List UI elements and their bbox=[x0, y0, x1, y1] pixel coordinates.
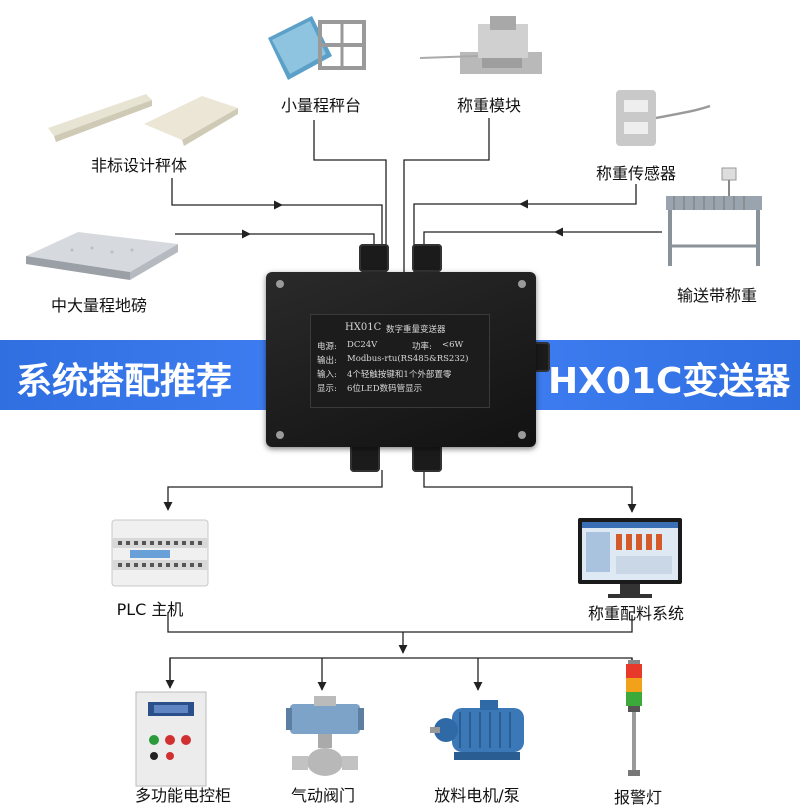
output-label-batching: 称重配料系统 bbox=[587, 604, 685, 623]
wire-bus bbox=[167, 612, 633, 633]
output-label-plc: PLC 主机 bbox=[116, 600, 184, 619]
input-label-load-cell: 称重传感器 bbox=[595, 164, 677, 183]
wire-to-batching bbox=[423, 470, 637, 513]
screw-icon bbox=[276, 280, 284, 288]
input-value: 4个轻触按键和1个外部置零 bbox=[347, 370, 452, 380]
wattage-value: <6W bbox=[442, 340, 464, 350]
input-label-custom-body: 非标设计秤体 bbox=[90, 156, 188, 175]
load-cell-icon bbox=[616, 90, 711, 146]
alarm-light-icon bbox=[626, 660, 642, 776]
actuator-label-motor: 放料电机/泵 bbox=[434, 786, 520, 805]
display-value: 6位LED数码管显示 bbox=[347, 384, 423, 394]
screw-icon bbox=[518, 431, 526, 439]
wattage-label: 功率: bbox=[412, 342, 432, 352]
actuator-label-valve: 气动阀门 bbox=[290, 786, 356, 805]
banner-right-text: HX01C变送器 bbox=[548, 361, 791, 402]
banner-right bbox=[532, 340, 800, 410]
input-label-floor-scale: 中大量程地磅 bbox=[50, 296, 148, 315]
small-platform-scale-icon bbox=[268, 16, 366, 80]
banner-left bbox=[0, 340, 270, 410]
top-left-cable-gland bbox=[359, 244, 389, 272]
control-cabinet-icon bbox=[135, 691, 207, 787]
transmitter-title: 数字重量变送器 bbox=[386, 325, 446, 335]
input-label-small-scale: 小量程秤台 bbox=[280, 96, 362, 115]
screw-icon bbox=[518, 280, 526, 288]
wire-conveyor-2 bbox=[423, 231, 555, 248]
weighing-module-icon bbox=[420, 16, 542, 74]
power-value: DC24V bbox=[347, 340, 378, 350]
output-value: Modbus-rtu(RS485&RS232) bbox=[347, 354, 469, 364]
plc-icon bbox=[111, 519, 209, 587]
custom-scale-body-icon bbox=[48, 94, 238, 146]
output-label: 输出: bbox=[317, 356, 337, 366]
power-label: 电源: bbox=[317, 342, 337, 352]
motor-pump-icon bbox=[430, 700, 524, 760]
wire-small-scale bbox=[313, 120, 387, 272]
wire-custom-body bbox=[171, 178, 283, 210]
actuator-label-cabinet: 多功能电控柜 bbox=[134, 786, 232, 805]
banner-left-text: 系统搭配推荐 bbox=[16, 361, 233, 402]
input-label-conveyor: 输送带称重 bbox=[676, 286, 758, 305]
conveyor-scale-icon bbox=[666, 167, 762, 266]
top-right-cable-gland bbox=[412, 244, 442, 272]
batching-system-monitor-icon bbox=[578, 518, 682, 598]
input-label: 输入: bbox=[317, 370, 337, 380]
wire-actuator-bus bbox=[169, 657, 633, 682]
wire-to-plc bbox=[163, 470, 383, 511]
input-label-weighing-module: 称重模块 bbox=[456, 96, 522, 115]
floor-scale-icon bbox=[26, 232, 178, 280]
wire-weighing-module bbox=[403, 118, 490, 272]
transmitter-nameplate bbox=[310, 314, 490, 408]
actuator-label-alarm: 报警灯 bbox=[613, 788, 663, 807]
wire-load-cell bbox=[519, 184, 637, 209]
bottom-right-cable-gland bbox=[412, 444, 442, 472]
wire-floor-scale-2 bbox=[250, 233, 375, 248]
pneumatic-valve-icon bbox=[286, 696, 364, 776]
transmitter-model: HX01C bbox=[345, 322, 382, 333]
display-label: 显示: bbox=[317, 384, 337, 394]
screw-icon bbox=[276, 431, 284, 439]
bottom-left-cable-gland bbox=[350, 444, 380, 472]
